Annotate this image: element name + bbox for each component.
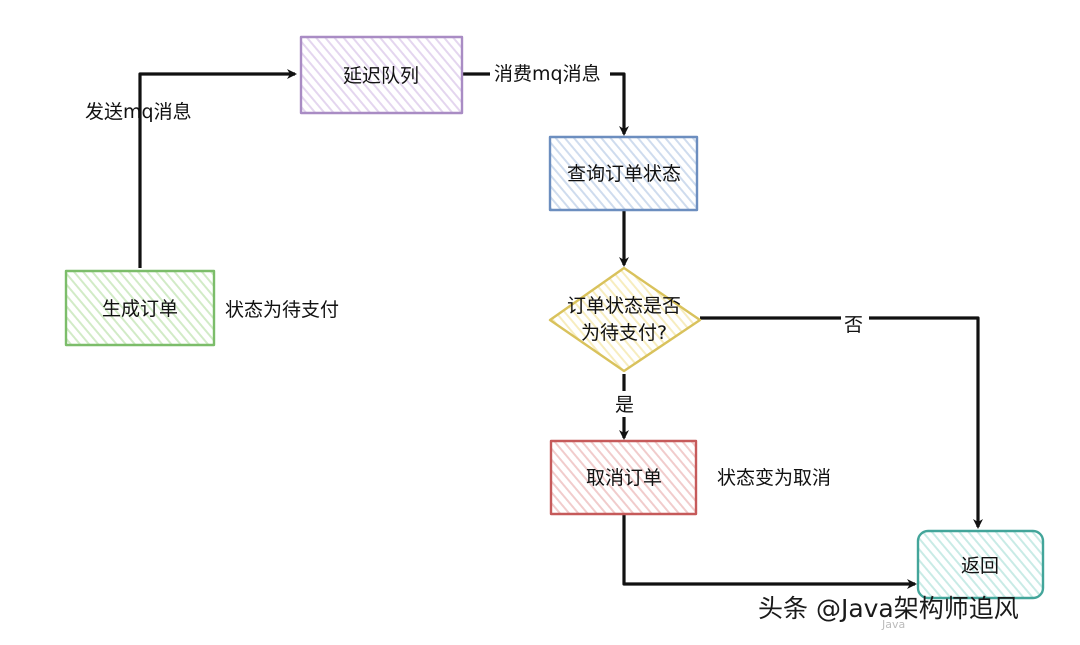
node-delay-queue: 延迟队列 [299,35,464,115]
node-query-status: 查询订单状态 [548,135,699,212]
edge-label-consume-mq: 消费mq消息 [494,63,601,85]
node-generate-order-label: 生成订单 [102,298,178,320]
node-is-pending-line2: 为待支付? [581,322,667,344]
edge-label-bg-consume [490,60,610,86]
note-canceled: 状态变为取消 [717,467,831,489]
node-generate-order: 生成订单 [64,269,216,347]
node-cancel-order-label: 取消订单 [586,467,662,489]
edge-generate-to-delay [138,69,297,268]
node-cancel-order: 取消订单 [549,439,698,516]
edge-label-bg-yes [612,391,638,417]
edge-label-no: 否 [844,314,863,336]
node-is-pending-decision: 订单状态是否 为待支付? [548,266,702,373]
edge-label-send-mq: 发送mq消息 [85,101,192,123]
node-is-pending-line1: 订单状态是否 [567,295,681,317]
edge-cancel-to-return [622,514,917,589]
edge-label-bg-no [841,310,869,334]
node-delay-queue-label: 延迟队列 [343,65,419,87]
note-pending-payment: 状态为待支付 [225,299,339,321]
edge-decision-to-return [700,316,983,529]
watermark: 头条 @Java架构师追风 [758,594,1019,623]
node-return: 返回 [916,529,1045,600]
node-return-label: 返回 [961,555,999,577]
edge-label-yes: 是 [615,394,634,416]
node-query-status-label: 查询订单状态 [567,163,681,185]
watermark-sub: Java [881,618,905,631]
